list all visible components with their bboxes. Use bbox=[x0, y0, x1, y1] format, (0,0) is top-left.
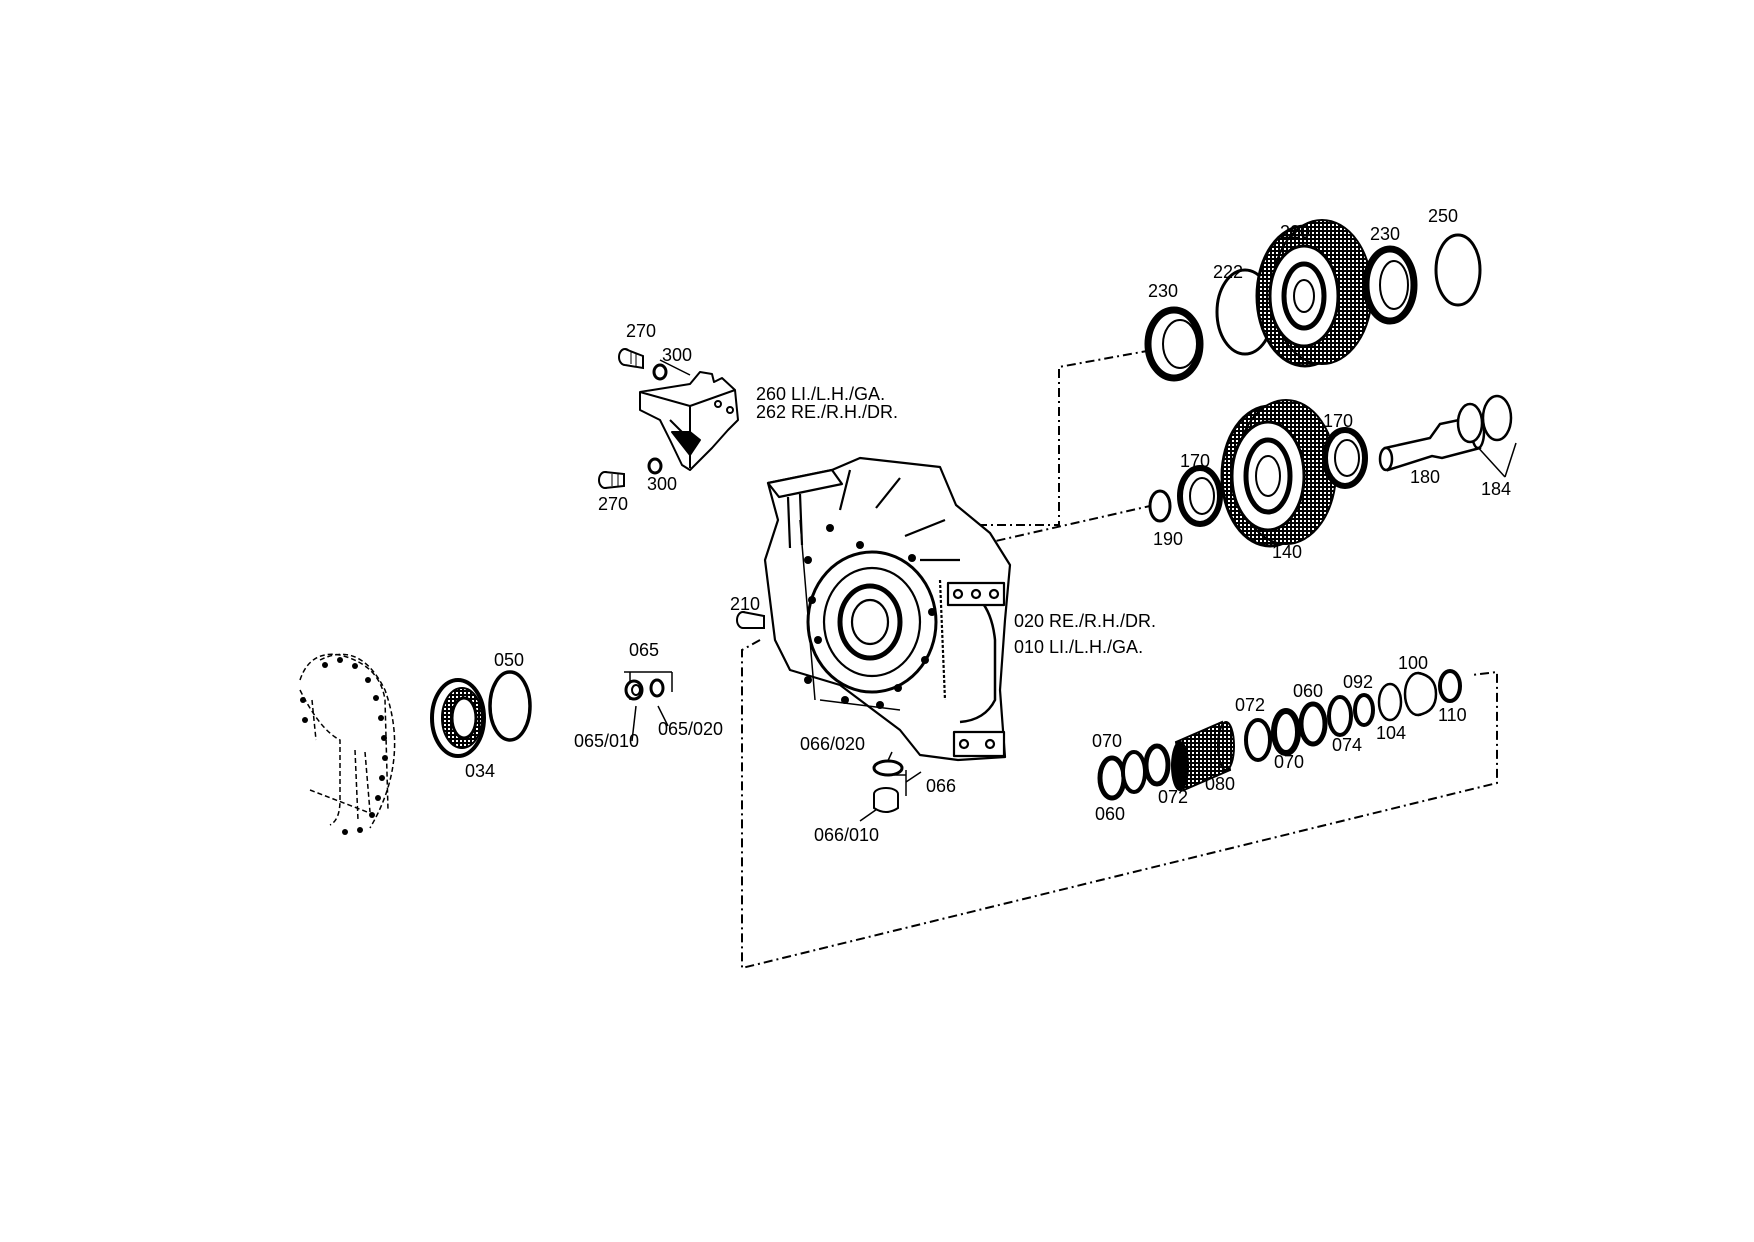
label-065: 065 bbox=[629, 640, 660, 660]
ring-184-b bbox=[1481, 394, 1513, 442]
label-170-left: 170 bbox=[1180, 451, 1211, 471]
bolt-270-top bbox=[618, 348, 644, 370]
washer-300-bottom bbox=[647, 457, 663, 475]
label-190: 190 bbox=[1153, 529, 1184, 549]
label-184: 184 bbox=[1481, 479, 1512, 499]
ring-050 bbox=[488, 670, 532, 742]
label-072-bottom: 072 bbox=[1158, 787, 1189, 807]
assembly-lines bbox=[741, 350, 1498, 970]
ring-060-bottom bbox=[1097, 755, 1127, 801]
label-300-bottom: 300 bbox=[647, 474, 678, 494]
ring-074 bbox=[1327, 695, 1353, 737]
label-230-right: 230 bbox=[1370, 224, 1401, 244]
label-066: 066 bbox=[926, 776, 957, 796]
label-074: 074 bbox=[1332, 735, 1363, 755]
bolt-210 bbox=[736, 611, 765, 629]
ring-184-a bbox=[1456, 402, 1484, 444]
label-065-010: 065/010 bbox=[574, 731, 640, 751]
label-066-010: 066/010 bbox=[814, 825, 880, 845]
bearing-034 bbox=[430, 678, 486, 758]
label-230-left: 230 bbox=[1148, 281, 1179, 301]
label-270-top: 270 bbox=[626, 321, 657, 341]
part-100 bbox=[1403, 671, 1438, 717]
label-070-bottom: 070 bbox=[1274, 752, 1305, 772]
label-170-right: 170 bbox=[1323, 411, 1354, 431]
label-034: 034 bbox=[465, 761, 496, 781]
label-270-bottom: 270 bbox=[598, 494, 629, 514]
ring-250 bbox=[1434, 233, 1482, 307]
bolt-270-bottom bbox=[598, 471, 625, 489]
label-104: 104 bbox=[1376, 723, 1407, 743]
bearing-230-left bbox=[1144, 306, 1204, 382]
label-092: 092 bbox=[1343, 672, 1374, 692]
ring-110 bbox=[1438, 669, 1462, 703]
label-100: 100 bbox=[1398, 653, 1429, 673]
seal-066-020 bbox=[872, 759, 904, 777]
ring-104 bbox=[1377, 682, 1403, 722]
washer-300-top bbox=[652, 363, 668, 381]
label-262: 262 RE./R.H./DR. bbox=[756, 402, 899, 422]
label-050: 050 bbox=[494, 650, 525, 670]
mounting-bracket bbox=[639, 371, 739, 471]
label-072-top: 072 bbox=[1235, 695, 1266, 715]
ring-092 bbox=[1353, 693, 1375, 727]
plug-065-010 bbox=[624, 679, 644, 701]
label-066-020: 066/020 bbox=[800, 734, 866, 754]
label-210: 210 bbox=[730, 594, 761, 614]
adjacent-assembly-teeth bbox=[300, 657, 388, 835]
ring-072-bottom bbox=[1143, 743, 1171, 787]
ring-072-top bbox=[1244, 718, 1272, 762]
label-070-top: 070 bbox=[1092, 731, 1123, 751]
bearing-170-left bbox=[1177, 465, 1223, 527]
plug-066-010 bbox=[873, 787, 899, 813]
ring-190 bbox=[1148, 489, 1172, 523]
adjacent-assembly-outline bbox=[299, 653, 396, 829]
label-020: 020 RE./R.H./DR. bbox=[1014, 611, 1157, 631]
label-065-020: 065/020 bbox=[658, 719, 724, 739]
label-010: 010 LI./L.H./GA. bbox=[1014, 637, 1144, 657]
ring-070-top bbox=[1271, 708, 1301, 756]
seal-065-020 bbox=[649, 678, 665, 698]
ring-070-bottom bbox=[1121, 750, 1147, 794]
label-222: 222 bbox=[1213, 262, 1244, 282]
bearing-230-right bbox=[1362, 245, 1418, 325]
gear-220 bbox=[1255, 219, 1373, 368]
sleeve-080 bbox=[1171, 720, 1235, 792]
label-060-bottom: 060 bbox=[1095, 804, 1126, 824]
label-260: 260 LI./L.H./GA. bbox=[756, 384, 886, 404]
gear-140 bbox=[1220, 399, 1337, 548]
label-220: 220 bbox=[1280, 222, 1311, 242]
label-110: 110 bbox=[1438, 705, 1467, 725]
leader-lines bbox=[624, 359, 1517, 822]
label-180: 180 bbox=[1410, 467, 1441, 487]
label-300-top: 300 bbox=[662, 345, 693, 365]
label-080: 080 bbox=[1205, 774, 1236, 794]
label-140: 140 bbox=[1272, 542, 1303, 562]
label-060-top: 060 bbox=[1293, 681, 1324, 701]
ring-060-top bbox=[1298, 701, 1328, 747]
bearing-170-right bbox=[1322, 427, 1368, 489]
label-250: 250 bbox=[1428, 206, 1459, 226]
transmission-housing bbox=[763, 456, 1012, 762]
